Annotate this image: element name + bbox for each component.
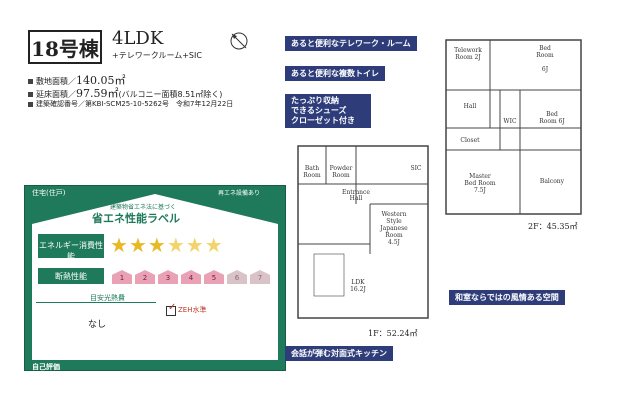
- room-wic: WIC: [503, 118, 517, 125]
- area-1f: 1F：52.24㎡: [368, 329, 418, 338]
- room-ldk: LDK: [351, 279, 365, 286]
- level-house-icon: 6: [227, 270, 247, 284]
- label-title: 省エネ性能ラベル: [92, 212, 180, 225]
- svg-text:7.5J: 7.5J: [474, 187, 487, 194]
- room-bath: Bath: [305, 165, 319, 172]
- room-bed1: Bed: [539, 45, 551, 52]
- light-cost-box: [36, 302, 156, 343]
- room-hall-2f: Hall: [464, 103, 477, 110]
- room-telework: Telework: [454, 47, 482, 54]
- svg-text:16.2J: 16.2J: [350, 286, 366, 293]
- star-icon: ★: [204, 233, 224, 257]
- light-cost-label: 目安光熱費: [90, 294, 125, 302]
- star-icon: ★: [128, 233, 148, 257]
- svg-text:Style: Style: [386, 218, 402, 225]
- self-evaluation-label: 自己評価: [32, 363, 60, 371]
- svg-text:Japanese: Japanese: [379, 225, 408, 232]
- level-house-icon: 5: [204, 270, 224, 284]
- room-closet: Closet: [460, 137, 480, 144]
- insulation-levels: 1 2 3 4 5 6 7: [112, 270, 270, 284]
- room-entrance: Entrance: [342, 189, 370, 196]
- svg-text:Room 2J: Room 2J: [455, 54, 481, 61]
- zeh-label: ZEH水準: [178, 306, 207, 314]
- star-icon: ★: [185, 233, 205, 257]
- svg-text:Room: Room: [385, 232, 403, 239]
- renewable-badge: 再エネ設備あり: [218, 190, 261, 197]
- room-balcony: Balcony: [540, 178, 565, 185]
- floor-area: 延床面積／97.59㎡(バルコニー面積8.51㎡除く): [28, 85, 222, 101]
- label-subtitle: 建築物省エネ法に基づく: [110, 204, 177, 211]
- unit-number: 18号棟: [28, 30, 102, 64]
- label-type: 住宅(住戸): [32, 189, 66, 197]
- layout-extras: +テレワークルーム+SIC: [112, 51, 202, 60]
- insulation-row-label: 断熱性能: [38, 268, 104, 284]
- site-area: 敷地面積／140.05㎡: [28, 72, 126, 88]
- callout-telework: あると便利なテレワーク・ルーム: [285, 36, 417, 51]
- room-sic: SIC: [410, 165, 421, 172]
- room-master: Master: [469, 173, 491, 180]
- level-house-icon: 2: [135, 270, 155, 284]
- north-compass-icon: [230, 32, 248, 50]
- light-cost-value: なし: [88, 320, 107, 330]
- callout-kitchen: 会話が弾む対面式キッチン: [285, 346, 393, 361]
- layout-type: 4LDK: [112, 28, 164, 49]
- room-bed2: Bed: [546, 111, 558, 118]
- check-icon: ✓: [168, 302, 177, 313]
- callout-toilet: あると便利な複数トイレ: [285, 66, 385, 81]
- room-japanese: Western: [381, 211, 406, 218]
- floor-plan-1f: Bath Room Powder Room Entrance Hall West…: [297, 145, 429, 319]
- svg-text:Room: Room: [332, 172, 350, 179]
- floor-plan-2f: Telework Room 2J Bed Room 6J Bed Room 6J…: [445, 39, 582, 215]
- room-powder: Powder: [330, 165, 353, 172]
- callout-japanese-room: 和室ならではの風情ある空間: [449, 290, 565, 305]
- star-icon: ★: [147, 233, 167, 257]
- certification-number: 建築確認番号／第KBI-SCM25-10-5262号 令和7年12月22日: [28, 99, 233, 109]
- svg-text:4.5J: 4.5J: [388, 239, 401, 246]
- zeh-checkbox: [166, 306, 176, 316]
- svg-text:Bed Room: Bed Room: [464, 180, 495, 187]
- level-house-icon: 1: [112, 270, 132, 284]
- level-house-icon: 7: [250, 270, 270, 284]
- energy-stars: ★★★★★★: [110, 233, 224, 257]
- level-house-icon: 3: [158, 270, 178, 284]
- star-icon: ★: [110, 233, 129, 257]
- area-2f: 2F：45.35㎡: [528, 222, 578, 231]
- star-icon: ★: [166, 233, 186, 257]
- svg-text:Room 6J: Room 6J: [539, 118, 565, 125]
- svg-text:Room: Room: [536, 52, 554, 59]
- svg-text:Hall: Hall: [350, 195, 363, 202]
- energy-row-label: エネルギー消費性能: [38, 234, 104, 261]
- svg-text:6J: 6J: [542, 66, 549, 73]
- level-house-icon: 4: [181, 270, 201, 284]
- callout-shoe-closet: たっぷり収納 できるシューズ クローゼット付き: [285, 94, 371, 128]
- svg-text:Room: Room: [303, 172, 321, 179]
